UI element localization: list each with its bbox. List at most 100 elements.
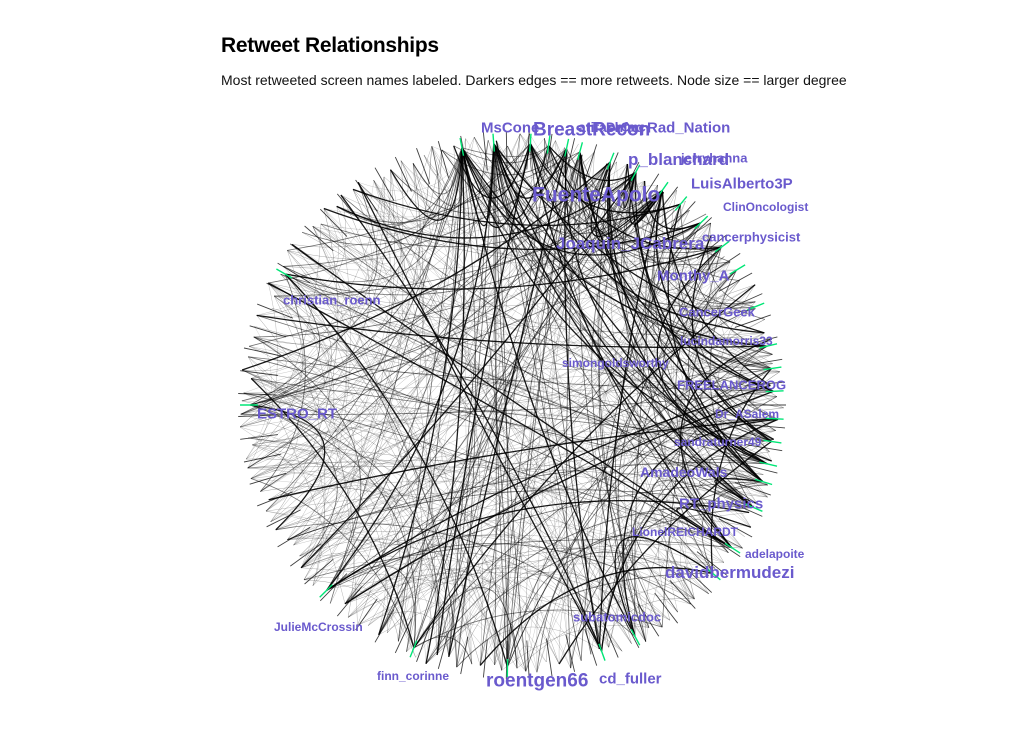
edge-354 [400,160,678,613]
edge-369 [303,577,416,658]
edge-143 [659,210,712,253]
edge-339 [275,487,750,531]
edge-477 [250,478,415,649]
edge-585 [274,190,663,297]
rim-spoke-78 [240,370,278,376]
edge-1 [344,544,743,605]
rim-spoke-124 [620,161,640,197]
edge-114 [303,579,399,642]
rim-spoke-90 [290,243,322,267]
edge-187 [248,437,768,498]
edge-604 [303,539,732,581]
edge-659 [249,209,690,406]
edge-88 [644,180,780,373]
edge-462 [631,269,737,642]
edge-320 [494,284,756,666]
edge-169 [299,539,451,657]
rim-spoke-114 [526,131,530,170]
node-tick-christian_roenn [276,268,293,279]
rim-spoke-6 [740,463,778,474]
edge-205 [252,444,473,665]
node-label-FuenteApolo: FuenteApolo [532,183,660,206]
edge-63 [312,540,372,604]
rim-spoke-60 [290,543,322,567]
edge-638 [260,273,306,492]
edge-662 [336,173,636,239]
rim-spoke-14 [708,535,741,557]
edge-478 [461,145,549,157]
edge-48 [496,140,777,397]
edge-120 [352,189,650,628]
rim-spoke-70 [243,453,282,463]
edge-508 [390,148,567,214]
edge-398 [250,274,347,479]
rim-spoke-88 [277,262,311,284]
edge-341 [358,147,565,234]
edge-570 [448,143,495,657]
node-tick-LuisAlberto3P [657,181,669,198]
edge-636 [378,147,463,636]
edge-299 [456,626,600,668]
node-tick-MsCone [459,137,465,156]
edge-273 [265,510,526,672]
node-tick-lucindamorris33 [759,343,778,349]
edge-217 [441,149,743,549]
edge-127 [291,244,473,665]
node-tick-davidbermudezi [706,567,721,581]
edge-596 [493,143,508,668]
edge-171 [400,146,455,236]
edge-129 [423,149,443,176]
edge-668 [567,151,583,225]
edge-409 [250,169,391,479]
edge-278 [287,519,716,569]
edge-221 [247,149,443,469]
rim-spoke-134 [696,234,727,259]
edge-607 [709,269,754,508]
edge-664 [249,404,338,569]
node-ticks-layer [240,133,784,678]
rim-spoke-22 [654,592,679,624]
edge-586 [241,148,567,402]
edge-575 [461,147,772,369]
node-tick-Monthy_A [729,264,746,275]
node-tick-CancerGeek [747,302,765,311]
rim-spoke-86 [266,282,301,301]
edge-141 [436,624,495,665]
edge-82 [357,182,610,648]
edge-374 [247,467,650,628]
rim-spoke-100 [374,167,395,201]
edge-159 [251,378,409,642]
edge-11 [248,346,319,439]
edge-244 [406,385,771,652]
edge-151 [398,163,608,642]
node-tick-adelapoite [724,542,741,554]
edge-304 [271,307,363,586]
edge-676 [661,190,770,453]
edge-605 [622,418,779,637]
edge-669 [448,143,495,657]
edge-516 [681,418,774,553]
chart-subtitle: Most retweeted screen names labeled. Dar… [221,72,847,88]
edge-420 [413,390,774,649]
rim-spoke-96 [336,193,362,224]
edge-641 [614,536,714,637]
edge-608 [493,143,729,553]
edge-569 [413,247,722,649]
edge-412 [320,154,583,231]
edge-677 [301,147,463,246]
edge-526 [493,143,527,672]
node-label-adelapoite: adelapoite [745,547,805,561]
edge-274 [247,176,385,469]
edge-449 [291,243,733,549]
node-label-lucindamorris33: lucindamorris33 [680,334,773,348]
edge-630 [461,147,701,256]
edge-620 [590,161,663,237]
edge-489 [283,151,581,267]
edge-448 [249,222,711,406]
edge-233 [598,269,737,649]
node-label-ESTRO_RT: ESTRO_RT [257,405,337,422]
edge-38 [247,149,443,469]
edge-532 [326,384,771,591]
edge-652 [507,368,772,668]
edge-634 [507,145,611,203]
